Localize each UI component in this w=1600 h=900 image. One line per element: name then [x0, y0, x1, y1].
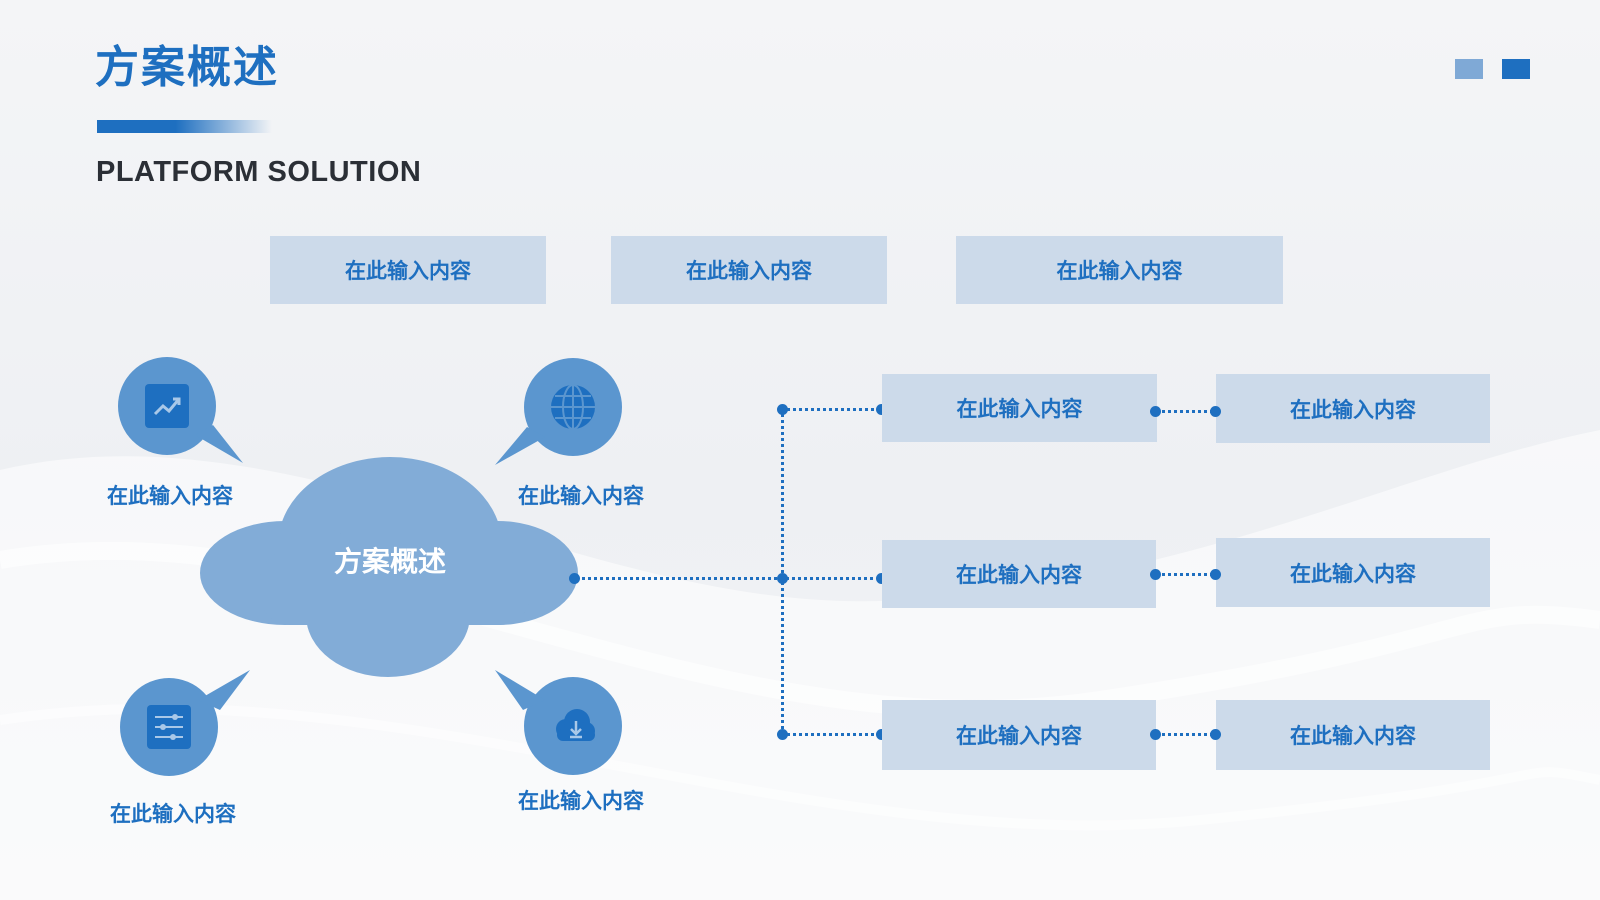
decor-square-dark	[1502, 59, 1530, 79]
bubble-cloud-download	[524, 677, 622, 775]
bubble-tail-2	[495, 427, 545, 465]
connector-row1-line	[782, 408, 880, 411]
connector-center-line	[575, 577, 880, 580]
link-dot-3a	[1150, 729, 1161, 740]
connector-dot-row2-mid	[777, 573, 788, 584]
trend-chart-icon	[143, 382, 191, 430]
center-label: 方案概述	[333, 545, 446, 578]
bubble-label-2: 在此输入内容	[518, 484, 644, 508]
decor-square-light	[1455, 59, 1483, 79]
bubble-globe	[524, 358, 622, 456]
bubble-tail-3	[198, 670, 250, 710]
connector-vertical-line	[781, 409, 784, 735]
globe-icon	[549, 383, 597, 431]
branch-1-box-2: 在此输入内容	[1216, 374, 1490, 443]
link-dot-1a	[1150, 406, 1161, 417]
branch-3-box-1: 在此输入内容	[882, 700, 1156, 770]
title-underline	[97, 120, 272, 133]
bubble-sliders	[120, 678, 218, 776]
link-dot-1b	[1210, 406, 1221, 417]
page-title: 方案概述	[95, 42, 279, 93]
connector-dot-row2-end	[876, 573, 887, 584]
connector-row3-line	[782, 733, 880, 736]
connector-dot-center	[569, 573, 580, 584]
bubble-label-4: 在此输入内容	[518, 789, 644, 813]
branch-2-box-1: 在此输入内容	[882, 540, 1156, 608]
branch-1-box-1: 在此输入内容	[882, 374, 1157, 442]
bubble-label-1: 在此输入内容	[107, 484, 233, 508]
connector-dot-row3-end	[876, 729, 887, 740]
link-line-2	[1156, 573, 1213, 576]
branch-3-box-2: 在此输入内容	[1216, 700, 1490, 770]
link-dot-3b	[1210, 729, 1221, 740]
link-line-3	[1156, 733, 1213, 736]
bubble-label-3: 在此输入内容	[110, 802, 236, 826]
bubble-tail-4	[495, 670, 545, 710]
top-box-2: 在此输入内容	[611, 236, 887, 304]
sliders-icon	[145, 703, 193, 751]
connector-dot-row1-end	[876, 404, 887, 415]
top-box-1: 在此输入内容	[270, 236, 546, 304]
bubble-trend	[118, 357, 216, 455]
link-dot-2b	[1210, 569, 1221, 580]
page-subtitle: PLATFORM SOLUTION	[96, 156, 422, 188]
branch-2-box-2: 在此输入内容	[1216, 538, 1490, 607]
cloud-download-icon	[549, 702, 597, 750]
top-box-3: 在此输入内容	[956, 236, 1283, 304]
link-line-1	[1156, 410, 1213, 413]
link-dot-2a	[1150, 569, 1161, 580]
center-cloud	[200, 457, 578, 677]
bubble-tail-1	[195, 425, 243, 463]
